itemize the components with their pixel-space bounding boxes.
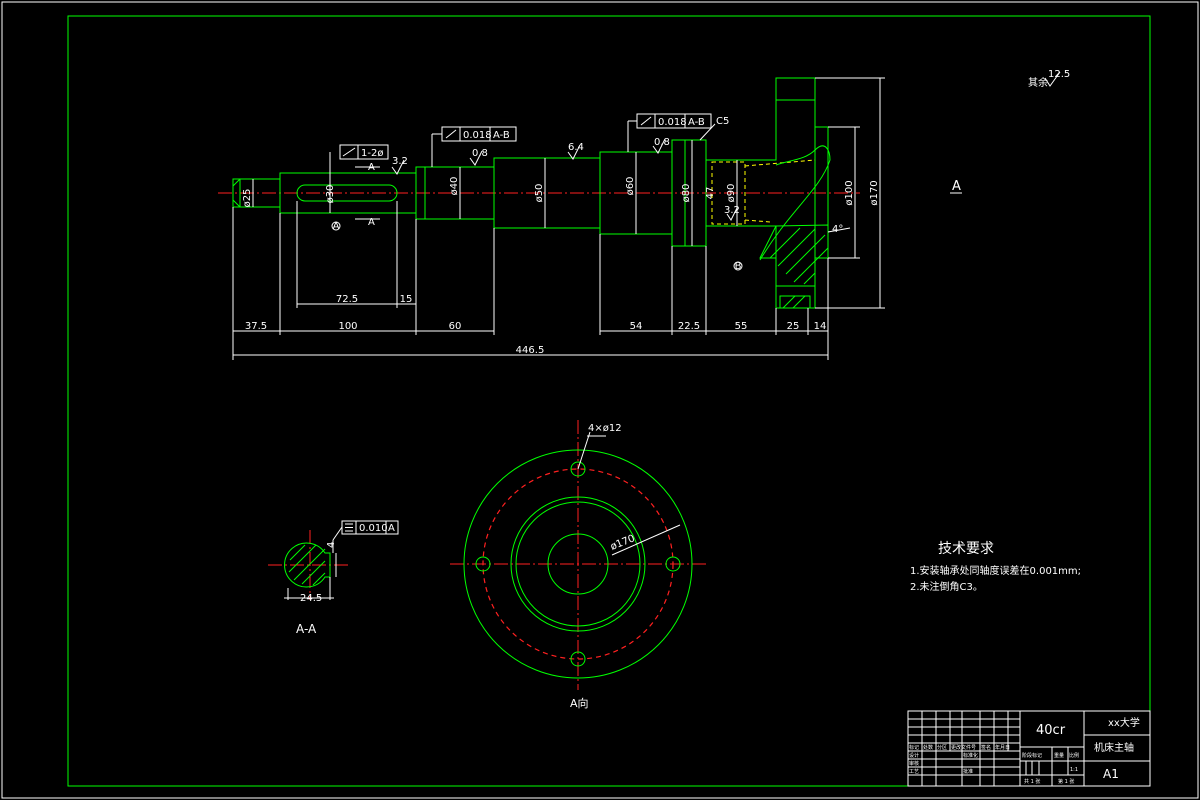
shaft-main-view: ø25 ø30 ø40 ø50 ø60 ø80 ø90 47 ø100 ø170: [218, 77, 962, 360]
keyway-slot: [296, 184, 398, 202]
len-446-5: 446.5: [516, 345, 545, 356]
view-a-label: A: [952, 179, 961, 194]
tb-size: A1: [1103, 767, 1119, 781]
len-60: 60: [449, 321, 462, 332]
pitch-circle: [482, 468, 674, 660]
tolerance-frame-runout-2: 0.018 A-B C5: [627, 113, 729, 152]
section-aa-outline: [284, 542, 331, 588]
tb-part-name: 机床主轴: [1094, 741, 1134, 754]
len-22-5: 22.5: [678, 321, 700, 332]
ra-5: 3.2: [724, 205, 740, 216]
holes-callout: 4×ø12: [588, 423, 622, 434]
bolt-hole-right: [665, 556, 681, 572]
tb-ratio-val: 1:1: [1070, 767, 1078, 773]
tb-h1: 标记: [909, 744, 919, 751]
dia-170: ø170: [869, 180, 880, 205]
flange-end-view: 4×ø12 ø170 A向: [450, 420, 708, 710]
tech-line-2: 2.未注倒角C3。: [910, 580, 983, 593]
len-37-5: 37.5: [245, 321, 267, 332]
flange-outer-circle: [463, 449, 693, 679]
tb-ratio: 比例: [1069, 752, 1079, 759]
chamfer-c5: C5: [716, 116, 729, 127]
hidden-bore: [711, 159, 816, 225]
len-55: 55: [735, 321, 748, 332]
section-depth: 4: [326, 542, 337, 548]
len-14: 14: [814, 321, 827, 332]
dia-25: ø25: [242, 189, 253, 208]
svg-text:1-2ø: 1-2ø: [361, 148, 383, 159]
ra-1: 3.2: [392, 156, 408, 167]
roughness-symbols: [391, 138, 738, 221]
svg-text:A-B: A-B: [688, 117, 705, 128]
ra-3: 6.4: [568, 142, 584, 153]
datum-a: A: [333, 221, 340, 232]
tb-check: 审核: [909, 760, 919, 767]
tech-requirements: 技术要求 1.安装轴承处同轴度误差在0.001mm; 2.未注倒角C3。: [910, 541, 1081, 593]
section-aa-view: 24.5 4 0.010 A A-A: [268, 520, 399, 636]
sym-datum: A: [388, 523, 395, 534]
tb-weight: 重量: [1054, 752, 1064, 759]
section-mark-top: A: [368, 162, 375, 173]
tb-h2: 处数: [923, 744, 933, 751]
tb-stage: 阶段标记: [1022, 752, 1042, 759]
sym-value: 0.010: [359, 523, 388, 534]
section-aa-title: A-A: [296, 622, 317, 636]
inner-frame: [67, 15, 1151, 787]
tb-h4: 更改文件号: [951, 744, 976, 751]
tb-design: 设计: [909, 752, 919, 759]
tech-title: 技术要求: [938, 541, 994, 557]
dia-100: ø100: [844, 180, 855, 205]
section-width: 24.5: [300, 593, 322, 604]
svg-text:0.018: 0.018: [463, 130, 492, 141]
tb-std: 标准化: [963, 752, 978, 759]
dia-30: ø30: [325, 185, 336, 204]
roughness-rest-value: 12.5: [1048, 69, 1070, 80]
extension-lines: [232, 201, 829, 360]
len-25: 25: [787, 321, 800, 332]
len-100: 100: [338, 321, 357, 332]
svg-text:0.018: 0.018: [658, 117, 687, 128]
roughness-rest-label: 其余: [1028, 76, 1048, 89]
diameter-dim-lines: [252, 77, 885, 309]
dim-47: 47: [705, 187, 716, 200]
len-15: 15: [400, 294, 413, 305]
dia-60: ø60: [625, 177, 636, 196]
tb-sheet-no: 第 1 张: [1058, 778, 1074, 785]
tb-h3: 分区: [937, 744, 947, 751]
tb-sheets: 共 1 张: [1024, 778, 1040, 785]
dia-50: ø50: [534, 184, 545, 203]
ra-2: 0.8: [472, 148, 488, 159]
len-72-5: 72.5: [336, 294, 358, 305]
tb-craft: 工艺: [909, 769, 919, 775]
section-hatch: [759, 224, 829, 309]
dia-90: ø90: [726, 184, 737, 203]
angle-4: 4°: [832, 224, 843, 235]
datum-b: B: [735, 261, 742, 272]
tb-school: xx大学: [1108, 716, 1140, 729]
tech-line-1: 1.安装轴承处同轴度误差在0.001mm;: [910, 564, 1081, 577]
dia-40: ø40: [449, 177, 460, 196]
svg-text:A-B: A-B: [493, 130, 510, 141]
tb-h6: 年月日: [995, 744, 1010, 751]
tb-approve: 批准: [963, 768, 973, 775]
tolerance-frame-parallel: 1-2ø: [329, 144, 389, 173]
len-54: 54: [630, 321, 643, 332]
bolt-hole-bottom: [570, 651, 586, 667]
view-a-caption: A向: [570, 696, 589, 710]
tb-h5: 签名: [981, 744, 991, 751]
title-block: 40cr xx大学 机床主轴 A1 标记 处数 分区 更改文件号 签名 年月日 …: [907, 710, 1151, 787]
dia-80: ø80: [681, 184, 692, 203]
section-mark-bottom: A: [368, 217, 375, 228]
break-line: [759, 145, 831, 261]
bolt-hole-top: [570, 461, 586, 477]
ra-4: 0.8: [654, 137, 670, 148]
bolt-hole-left: [475, 556, 491, 572]
tb-material: 40cr: [1036, 723, 1066, 738]
tolerance-frame-runout-1: 0.018 A-B: [431, 126, 517, 167]
